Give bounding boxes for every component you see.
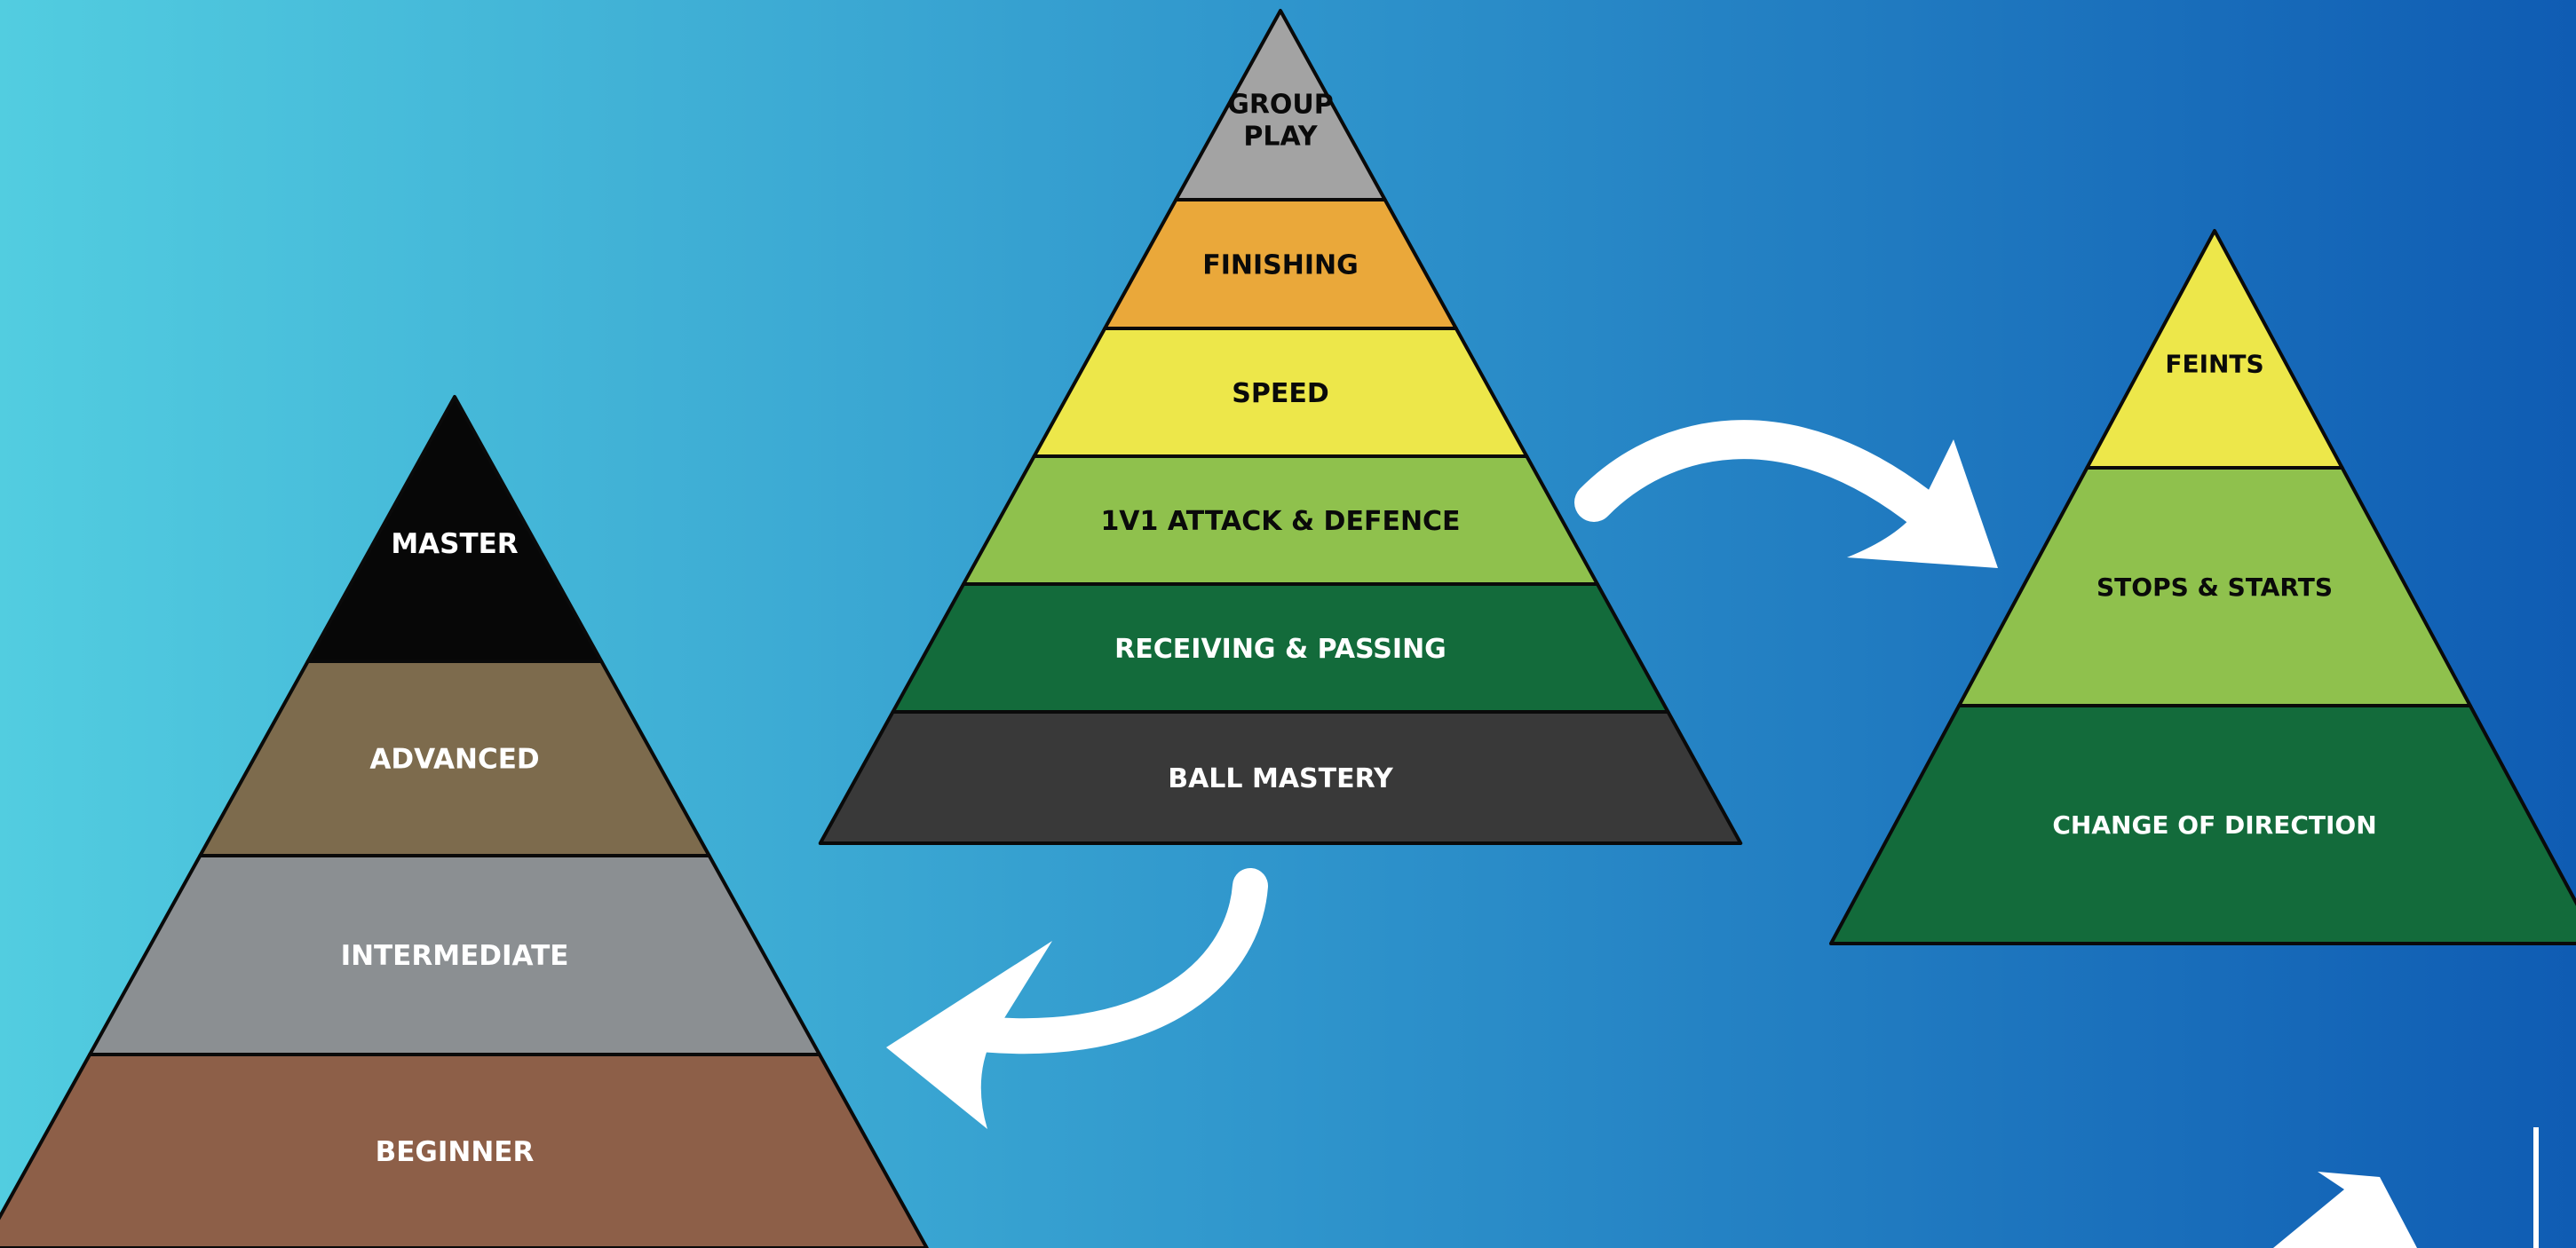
pyramid-layer-label: MASTER	[391, 528, 518, 560]
pyramid-layer-label: FEINTS	[2165, 350, 2263, 379]
pyramid-layer-label: INTERMEDIATE	[341, 940, 569, 972]
pyramid-layer-6	[818, 710, 1743, 845]
arrow-to-speed-pyramid	[1574, 420, 1998, 568]
pyramid-speed-components: FEINTS STOPS & STARTS CHANGE OF DIRECTION	[1828, 229, 2576, 945]
pyramid-layer-label: STOPS & STARTS	[2096, 573, 2333, 602]
pyramid-layer-4	[0, 1053, 929, 1248]
pyramid-skill-level: MASTER ADVANCED INTERMEDIATE BEGINNER	[0, 395, 929, 1248]
corner-arrow-fragment	[2273, 1172, 2417, 1248]
pyramid-layer-3	[1828, 704, 2576, 945]
pyramid-layer-label: RECEIVING & PASSING	[1114, 634, 1447, 665]
pyramid-layer-label: ADVANCED	[369, 744, 539, 776]
pyramid-layer-label: 1V1 ATTACK & DEFENCE	[1100, 506, 1460, 537]
arrow-shaft-left	[939, 868, 1268, 1054]
arrow-head-left	[886, 941, 1052, 1129]
arrow-to-skill-pyramid	[886, 868, 1268, 1129]
arrow-head-right	[1847, 439, 1998, 568]
corner-divider-line	[2533, 1127, 2539, 1248]
arrow-shaft-right	[1574, 420, 1946, 533]
pyramid-layer-label: BEGINNER	[376, 1136, 535, 1168]
pyramid-layer-label: SPEED	[1232, 378, 1328, 409]
pyramid-layer-label: FINISHING	[1202, 249, 1359, 280]
pyramid-layer-label: CHANGE OF DIRECTION	[2052, 810, 2376, 840]
pyramid-layer-label: BALL MASTERY	[1168, 763, 1394, 794]
